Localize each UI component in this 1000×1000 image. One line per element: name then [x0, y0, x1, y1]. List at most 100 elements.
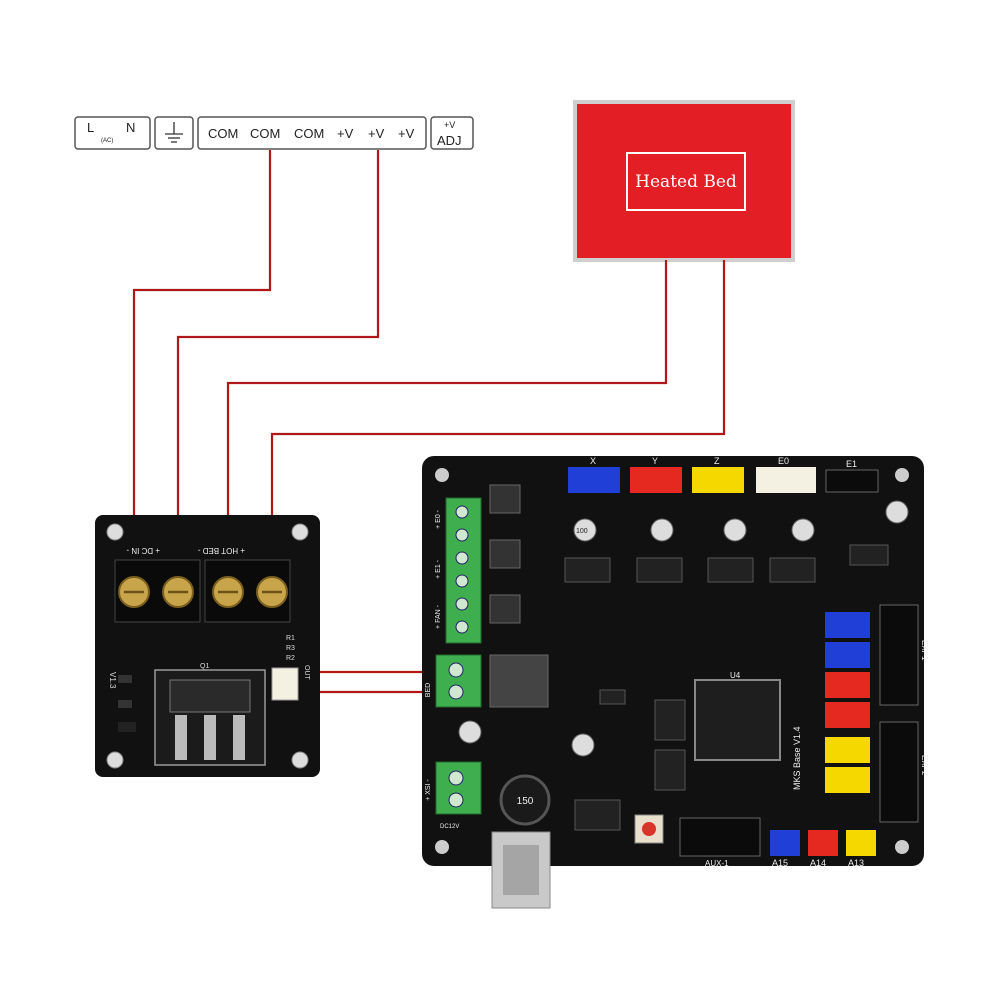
wire-bed-to-hotbed-minus: [270, 260, 726, 553]
q1-label: Q1: [200, 663, 209, 670]
endstop-connector: [825, 672, 870, 698]
analog-label-a15: A15: [772, 858, 788, 868]
heated-bed-plate: [573, 100, 795, 262]
mainboard: X Y Z E0 E1 100: [422, 456, 929, 909]
mount-hole: [435, 468, 449, 482]
mount-hole: [291, 523, 309, 541]
capacitor: [458, 720, 482, 744]
terminal-screw: [448, 662, 464, 678]
motor-label-e0: E0: [778, 456, 789, 466]
endstop-connector: [825, 612, 870, 638]
capacitor: [791, 518, 815, 542]
output-terminals: + E0 - + E1 - + FAN - BED + XSI - DC12V: [425, 497, 482, 830]
driver-chip: [849, 544, 889, 566]
mount-hole: [291, 751, 309, 769]
terminal-screw: [455, 528, 469, 542]
terminal-screw: [448, 684, 464, 700]
mosfet-leg: [204, 715, 216, 760]
reset-button-cap[interactable]: [642, 822, 656, 836]
ln-n-label: N: [126, 120, 135, 135]
motor-connector-e0: [756, 467, 816, 493]
adj-label: ADJ: [437, 133, 462, 148]
driver-chip: [769, 557, 816, 583]
analog-connectors: A15 A14 A13: [770, 830, 876, 868]
capacitor: [885, 500, 909, 524]
analog-connector-a13: [846, 830, 876, 856]
capacitor-value: 100: [576, 528, 588, 535]
mosfet: [489, 594, 521, 624]
dc-in-label: + DC IN -: [126, 546, 160, 555]
mount-hole: [895, 468, 909, 482]
module-version: V1.3: [108, 672, 117, 689]
capacitor: [573, 518, 597, 542]
bed-terminal-block: [435, 654, 482, 708]
endstop-connector: [825, 702, 870, 728]
motor-connector-y: [630, 467, 682, 493]
analog-label-a13: A13: [848, 858, 864, 868]
mosfet: [489, 539, 521, 569]
motor-connector-x: [568, 467, 620, 493]
ground-icon: [165, 122, 183, 143]
board-mosfets: [489, 484, 549, 708]
smd-diode: [118, 722, 136, 732]
capacitor: [650, 518, 674, 542]
com-label-3: COM: [294, 126, 324, 141]
inductor: [499, 774, 551, 826]
driver-chip: [564, 557, 611, 583]
mount-hole: [895, 840, 909, 854]
adj-terminal-box: [430, 116, 474, 150]
capacitor: [571, 733, 595, 757]
heated-bed-label: Heated Bed: [635, 172, 737, 192]
adj-v-label: +V: [444, 120, 455, 130]
inductor-label: 150: [517, 796, 534, 807]
mosfet-leg: [233, 715, 245, 760]
stepper-driver-chips: [564, 544, 889, 583]
power-supply-terminals: L (AC) N COM COM COM +V +V +V +V ADJ: [74, 116, 474, 150]
motor-label-e1: E1: [846, 459, 857, 469]
driver-chip: [636, 557, 683, 583]
mount-hole: [435, 840, 449, 854]
terminal-label-dc12v: DC12V: [440, 824, 459, 830]
header-pins: [654, 749, 686, 791]
mosfet-module: + DC IN - + HOT BED - V1.3 R1 R3 R2 Q1 O…: [95, 515, 320, 777]
wire-v-to-dc-plus: [176, 150, 380, 553]
usb-connector: [491, 831, 551, 909]
mount-hole: [106, 523, 124, 541]
misc-components: [574, 689, 686, 831]
screw-terminals: [118, 576, 288, 608]
wire-bed-to-hotbed-plus: [226, 260, 668, 553]
exp2-label: EXP2: [920, 755, 929, 776]
out-label: OUT: [303, 665, 310, 681]
motor-connectors: X Y Z E0 E1: [568, 456, 879, 493]
exp1-label: EXP1: [920, 640, 929, 661]
bed-mosfet: [489, 654, 549, 708]
output-terminal-block: [445, 497, 482, 644]
capacitors: 100: [458, 500, 909, 757]
smd-resistor: [118, 700, 132, 708]
endstop-connector: [825, 737, 870, 763]
mcu-chip: [694, 679, 781, 761]
header-pins: [654, 699, 686, 741]
v-label-1: +V: [337, 126, 354, 141]
wire-com-to-dc-minus: [132, 150, 272, 553]
motor-label-x: X: [590, 456, 596, 466]
terminal-label-fan: + FAN -: [435, 604, 442, 629]
endstop-connectors: [825, 612, 870, 793]
aux-header: [679, 817, 761, 857]
smd-resistor: [118, 675, 132, 683]
terminal-screw: [448, 792, 464, 808]
endstop-connector: [825, 642, 870, 668]
motor-connector-e1: [825, 469, 879, 493]
mount-hole: [106, 751, 124, 769]
terminal-screw: [448, 770, 464, 786]
motor-connector-z: [692, 467, 744, 493]
v-label-3: +V: [398, 126, 415, 141]
driver-chip: [707, 557, 754, 583]
usb-chip: [574, 799, 621, 831]
terminal-screw: [455, 620, 469, 634]
mcu-label: U4: [730, 671, 741, 680]
v-label-2: +V: [368, 126, 385, 141]
usb-port-inner: [503, 845, 539, 895]
terminal-label-e1: + E1 -: [435, 559, 442, 579]
heated-bed: Heated Bed: [573, 100, 795, 262]
